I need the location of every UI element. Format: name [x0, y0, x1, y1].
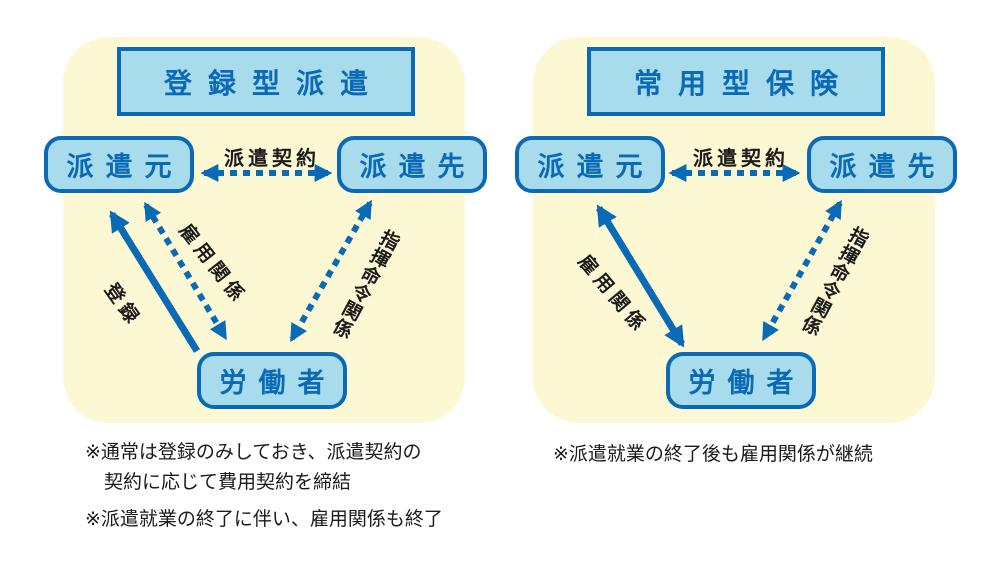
- right-footnote-1: ※派遣就業の終了後も雇用関係が継続: [553, 443, 873, 465]
- left-dispatch-agency-box: 派遣元: [44, 136, 194, 193]
- right-dispatch-contract-label: 派遣契約: [693, 146, 789, 170]
- left-client-company-box: 派遣先: [337, 136, 487, 193]
- right-client-company-box: 派遣先: [807, 136, 957, 193]
- left-worker-box: 労働者: [197, 352, 347, 409]
- left-footnote-2: ※派遣就業の終了に伴い、雇用関係も終了: [85, 508, 443, 530]
- right-worker-box: 労働者: [666, 352, 816, 409]
- left-dispatch-contract-label: 派遣契約: [224, 146, 320, 170]
- right-diagram-title: 常用型保険: [587, 47, 885, 116]
- left-footnote-1: ※通常は登録のみしておき、派遣契約の 契約に応じて費用契約を締結: [85, 441, 422, 493]
- left-diagram-title: 登録型派遣: [117, 47, 415, 116]
- right-dispatch-agency-box: 派遣元: [515, 136, 665, 193]
